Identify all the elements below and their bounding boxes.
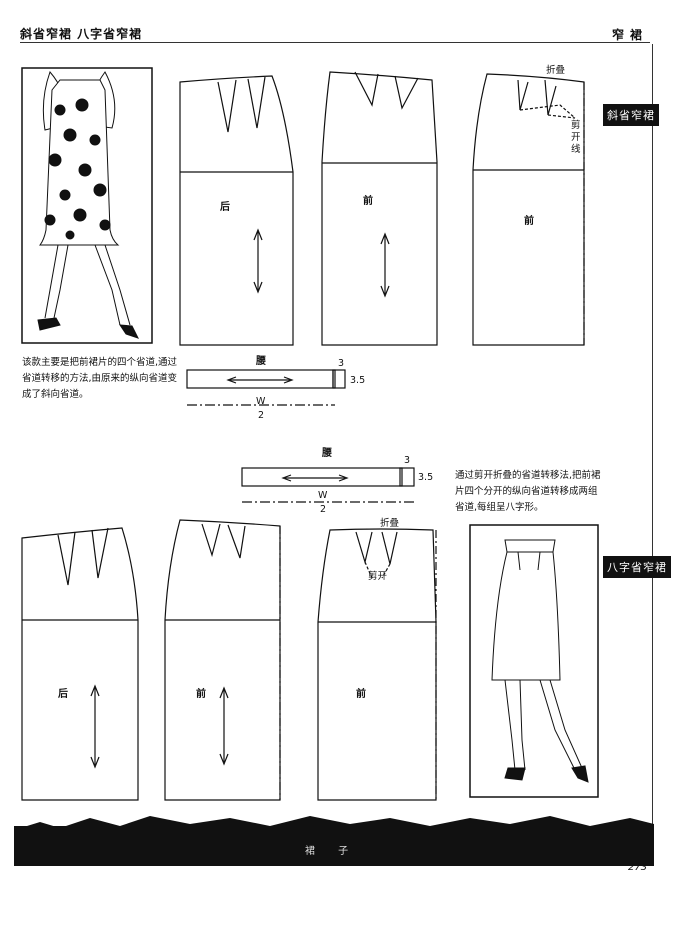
top-waistband [186,369,346,406]
bottom-back-label: 后 [58,689,68,700]
top-front-transferred-panel [472,73,585,346]
bottom-front-transferred-label: 前 [356,689,366,700]
bottom-waistband-div: 2 [320,504,327,515]
bottom-fold-label: 折叠 [380,518,400,529]
bottom-waistband [241,467,415,503]
top-waistband-w: W [256,396,266,407]
top-back-panel [179,75,294,346]
eight-dart-skirt-illustration [469,524,599,798]
footer-bar [14,826,654,866]
top-waistband-div: 2 [258,410,265,421]
bottom-description: 通过剪开折叠的省道转移法,把前裙片四个分开的纵向省道转移成两组省道,每组呈八字形… [455,470,601,513]
top-description: 该款主要是把前裙片的四个省道,通过省道转移的方法,由原来的纵向省道变成了斜向省道… [22,357,178,400]
side-tag-eight: 八字省窄裙 [603,556,671,578]
running-header-left: 斜省窄裙 八字省窄裙 [20,27,143,41]
top-waistband-height: 3.5 [350,375,366,386]
page-number: 273 [628,862,648,873]
right-margin-rule [652,44,653,844]
bottom-front-panel [164,519,281,801]
slanted-dart-skirt-illustration [21,67,153,344]
figure-top [37,71,139,339]
top-cut-label: 剪开线 [571,120,581,155]
footer-bar-text: 裙 子 [305,846,359,857]
top-front-panel [321,71,438,346]
side-tag-slanted: 斜省窄裙 [603,104,659,126]
bottom-front-transferred-panel [317,528,437,801]
running-header-right: 窄裙 [612,28,649,42]
bottom-waistband-width: 3 [404,455,411,466]
top-fold-label: 折叠 [546,65,566,76]
top-front-transferred-label: 前 [524,216,534,227]
header-rule [20,42,650,43]
figure-bottom [491,539,589,783]
bottom-cut-label: 剪开 [368,571,388,582]
bottom-waistband-title: 腰 [322,448,332,459]
bottom-waistband-w: W [318,490,328,501]
bottom-back-panel [21,527,139,801]
bottom-front-label: 前 [196,689,206,700]
top-waistband-width: 3 [338,358,345,369]
top-waistband-title: 腰 [256,356,266,367]
top-back-label: 后 [220,202,230,213]
bottom-waistband-height: 3.5 [418,472,434,483]
top-front-label: 前 [363,196,373,207]
